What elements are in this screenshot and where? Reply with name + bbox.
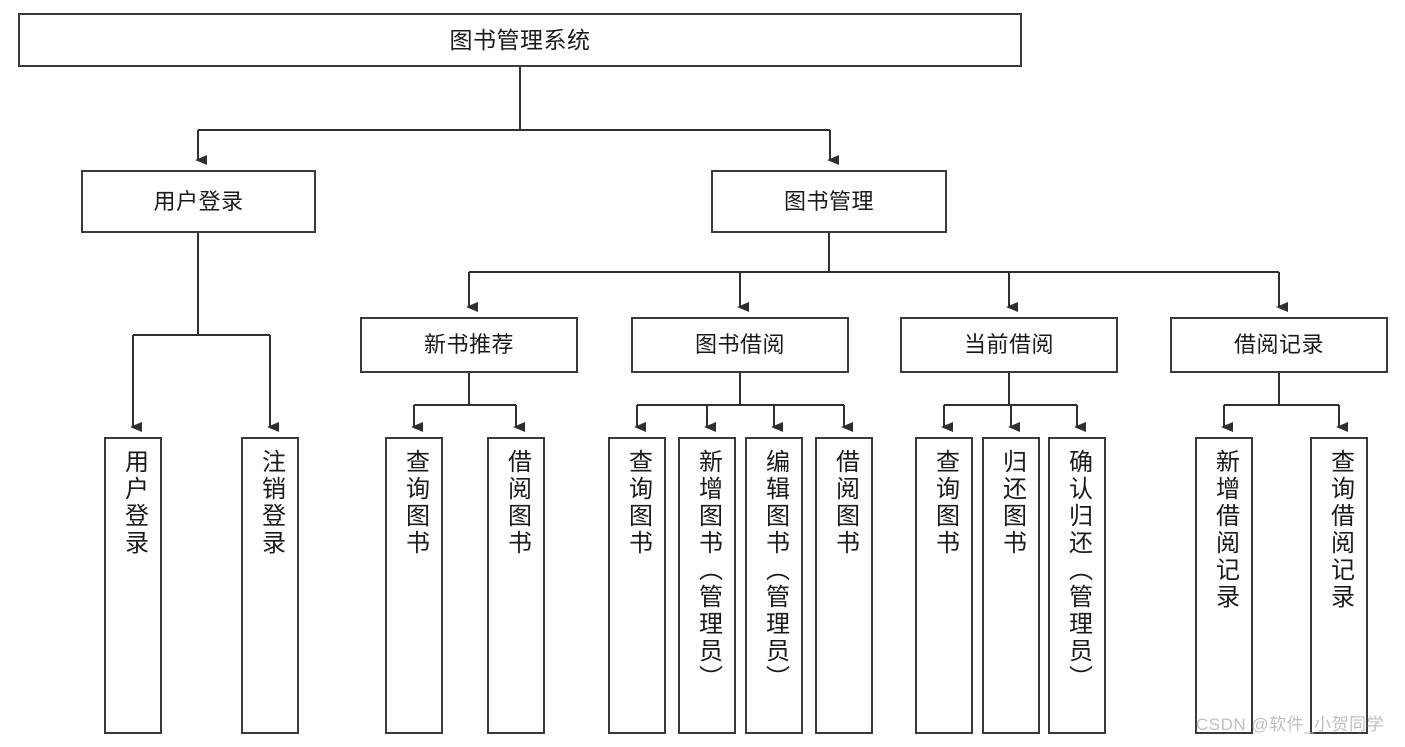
node-user-login-label: 用户登录 (153, 188, 244, 214)
leaf-label: 查询图书 (931, 449, 959, 557)
node-book-management[interactable]: 图书管理 (711, 170, 947, 233)
leaf-label: 查询图书 (401, 449, 429, 557)
node-current-borrow-label: 当前借阅 (963, 332, 1054, 358)
leaf-confirm-return-admin[interactable]: 确认归还（管理员） (1048, 437, 1106, 734)
leaf-label: 新增借阅记录 (1211, 449, 1239, 611)
leaf-logout[interactable]: 注销登录 (241, 437, 299, 734)
leaf-query-book-current[interactable]: 查询图书 (915, 437, 973, 734)
leaf-borrow-book-recommend[interactable]: 借阅图书 (487, 437, 545, 734)
node-book-borrow-label: 图书借阅 (694, 332, 785, 358)
node-root-label: 图书管理系统 (449, 26, 591, 53)
leaf-label: 归还图书 (998, 449, 1026, 557)
node-book-management-label: 图书管理 (783, 188, 874, 214)
leaf-return-book[interactable]: 归还图书 (982, 437, 1040, 734)
node-borrow-record-label: 借阅记录 (1233, 332, 1324, 358)
leaf-label: 新增图书（管理员） (694, 449, 722, 692)
node-current-borrow[interactable]: 当前借阅 (900, 317, 1118, 373)
node-new-book-recommend[interactable]: 新书推荐 (360, 317, 578, 373)
node-borrow-record[interactable]: 借阅记录 (1170, 317, 1388, 373)
leaf-label: 注销登录 (257, 449, 285, 557)
node-user-login[interactable]: 用户登录 (81, 170, 316, 233)
leaf-label: 查询借阅记录 (1326, 449, 1354, 611)
leaf-label: 借阅图书 (503, 449, 531, 557)
leaf-label: 确认归还（管理员） (1064, 449, 1092, 692)
leaf-label: 用户登录 (120, 449, 148, 557)
node-new-book-recommend-label: 新书推荐 (423, 332, 514, 358)
leaf-add-borrow-record[interactable]: 新增借阅记录 (1195, 437, 1253, 734)
leaf-borrow-book[interactable]: 借阅图书 (815, 437, 873, 734)
leaf-label: 借阅图书 (831, 449, 859, 557)
leaf-query-borrow-record[interactable]: 查询借阅记录 (1310, 437, 1368, 734)
node-root[interactable]: 图书管理系统 (18, 13, 1022, 67)
leaf-user-login[interactable]: 用户登录 (104, 437, 162, 734)
node-book-borrow[interactable]: 图书借阅 (631, 317, 849, 373)
leaf-add-book-admin[interactable]: 新增图书（管理员） (678, 437, 736, 734)
leaf-label: 查询图书 (624, 449, 652, 557)
leaf-query-book-borrow[interactable]: 查询图书 (608, 437, 666, 734)
leaf-label: 编辑图书（管理员） (761, 449, 789, 692)
leaf-edit-book-admin[interactable]: 编辑图书（管理员） (745, 437, 803, 734)
watermark: CSDN @软件_小贺同学 (1196, 715, 1385, 734)
leaf-query-book-recommend[interactable]: 查询图书 (385, 437, 443, 734)
